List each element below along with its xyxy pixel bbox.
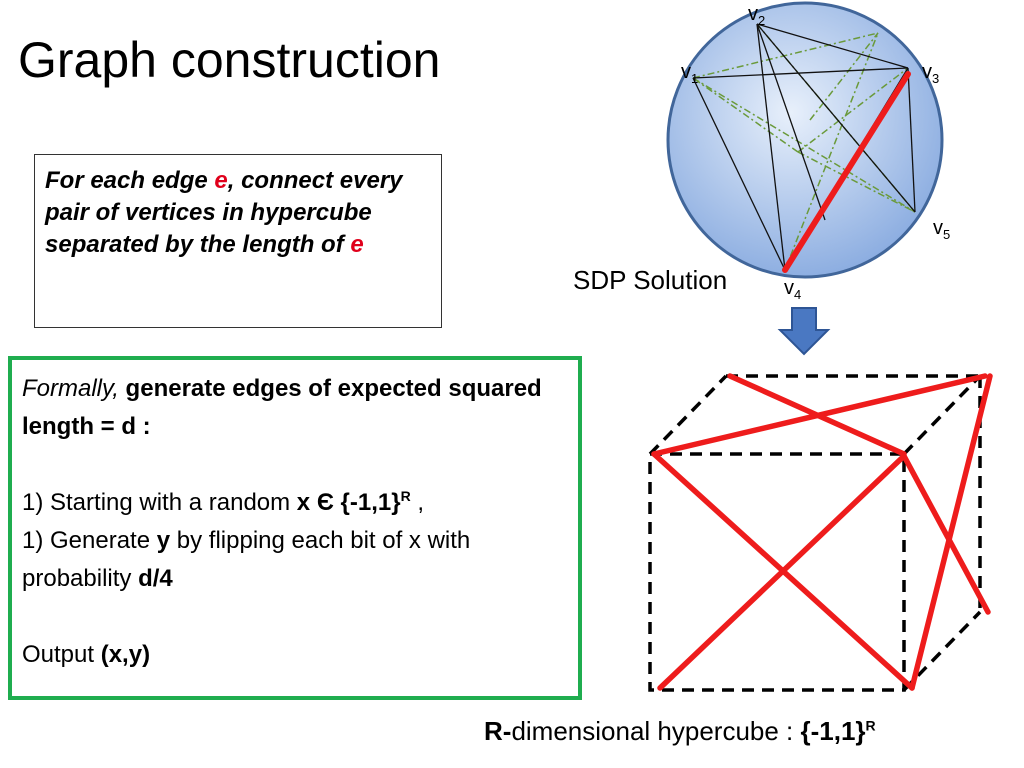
formal-heading: Formally, generate edges of expected squ…: [22, 370, 568, 446]
down-arrow-icon: [777, 307, 831, 356]
formal-heading-text: generate edges of expected squared lengt…: [22, 375, 542, 440]
hypercube-set: x Є {-1,1}: [296, 489, 401, 516]
sdp-sphere: [666, 1, 944, 279]
step-2: 1) Generate y by flipping each bit of x …: [22, 527, 471, 592]
vertex-label-v4: v4: [784, 277, 802, 302]
hypercube-caption: R-dimensional hypercube : {-1,1}R: [484, 716, 876, 746]
formal-definition-box: Formally, generate edges of expected squ…: [8, 356, 582, 700]
edge-variable: e: [214, 167, 228, 194]
vertex-label-v5: v5: [933, 217, 951, 242]
hypercube: [648, 374, 982, 692]
highlighted-edge: [782, 71, 911, 273]
output-pair: (x,y): [100, 641, 151, 668]
edge-rule-text-start: For each edge: [45, 167, 215, 194]
output-line: Output (x,y): [22, 641, 151, 668]
hypercube-red-edges: [651, 373, 993, 691]
edge-rule-text-end: , connect every pair of vertices in hype…: [45, 167, 403, 258]
probability: d/4: [138, 565, 173, 592]
vertex-label-v1: v1: [681, 61, 699, 86]
edge-variable-2: e: [350, 231, 364, 258]
vertex-label-v3: v3: [922, 61, 940, 86]
slide-title: Graph construction: [18, 32, 441, 88]
formally-word: Formally,: [22, 375, 119, 402]
edge-rule-box: For each edge e, connect every pair of v…: [34, 154, 442, 328]
vertex-label-v2: v2: [748, 3, 766, 28]
sdp-solution-label: SDP Solution: [573, 265, 728, 295]
step-1: 1) Starting with a random x Є {-1,1}R ,: [22, 488, 425, 516]
y-variable: y: [156, 527, 171, 554]
